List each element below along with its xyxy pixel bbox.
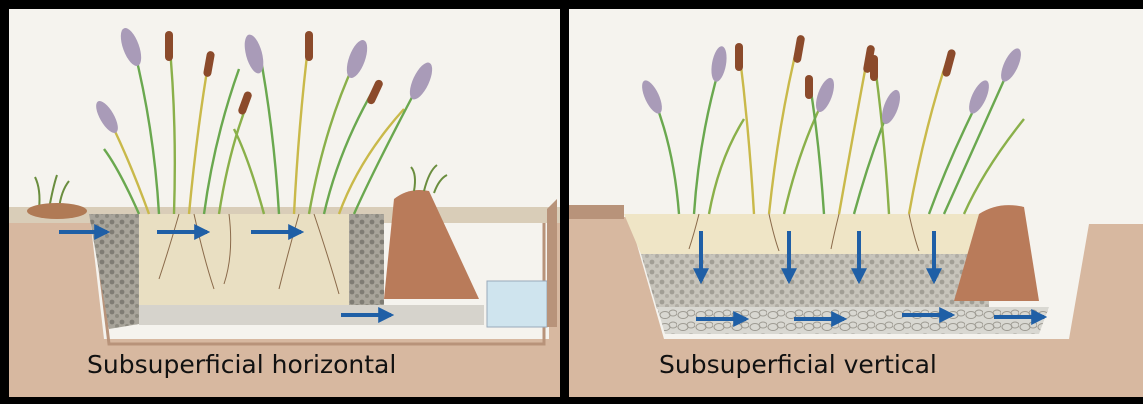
outlet-water xyxy=(487,281,547,327)
reed-plant-icon xyxy=(654,39,1024,214)
panel-horizontal-flow: Subsuperficial horizontal xyxy=(9,9,560,397)
cattail-plant-icon xyxy=(735,35,956,99)
grass-tuft-icon xyxy=(35,165,447,209)
panel-caption: Subsuperficial horizontal xyxy=(87,350,396,379)
horizontal-flow-illustration xyxy=(9,9,560,397)
panel-vertical-flow: Subsuperficial vertical xyxy=(569,9,1143,397)
berm xyxy=(384,190,479,299)
panel-caption: Subsuperficial vertical xyxy=(659,350,937,379)
vertical-flow-illustration xyxy=(569,9,1143,397)
gravel-layer xyxy=(641,254,989,309)
reed-plume-icon xyxy=(638,45,1025,126)
